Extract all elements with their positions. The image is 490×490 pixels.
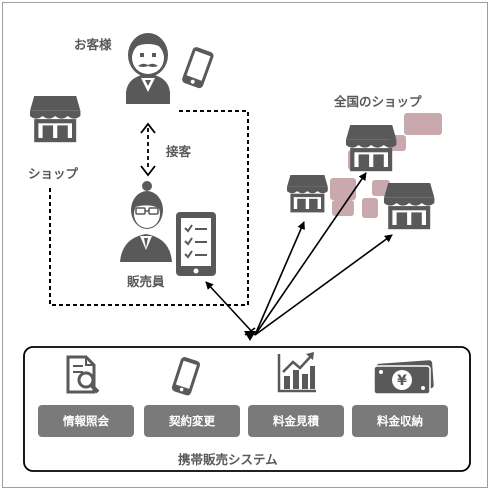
customer-label: お客様: [74, 37, 112, 52]
sales-staff-icon: [120, 181, 172, 262]
shop-icon: [287, 175, 328, 213]
payment-collection-button[interactable]: 料金収納: [352, 405, 448, 437]
shop-icon: [30, 96, 81, 143]
shop-boundary-dotted: [49, 110, 249, 306]
bar-chart-icon: [277, 352, 316, 393]
connection-arrows: [205, 172, 393, 336]
nationwide-shops-label: 全国のショップ: [334, 94, 422, 109]
svg-text:¥: ¥: [397, 373, 407, 389]
customer-service-arrow: [140, 122, 156, 177]
customer-service-label: 接客: [166, 144, 192, 159]
smartphone-icon: [182, 47, 214, 89]
sales-staff-label: 販売員: [127, 274, 165, 289]
arrow-head-system: [244, 331, 256, 341]
shop-icon: [346, 125, 397, 172]
tablet-checklist-icon: [176, 212, 216, 276]
system-box: [23, 346, 471, 472]
contract-change-button[interactable]: 契約変更: [144, 405, 240, 437]
smartphone-icon: [171, 357, 200, 396]
shop-label: ショップ: [28, 166, 79, 181]
info-inquiry-button[interactable]: 情報照会: [38, 405, 134, 437]
customer-icon: [126, 33, 170, 104]
system-title: 携帯販売システム: [178, 452, 278, 467]
fee-estimate-button[interactable]: 料金見積: [248, 405, 344, 437]
document-search-icon: [66, 355, 100, 394]
yen-banknote-icon: ¥: [373, 360, 434, 395]
shop-icon: [384, 183, 435, 230]
